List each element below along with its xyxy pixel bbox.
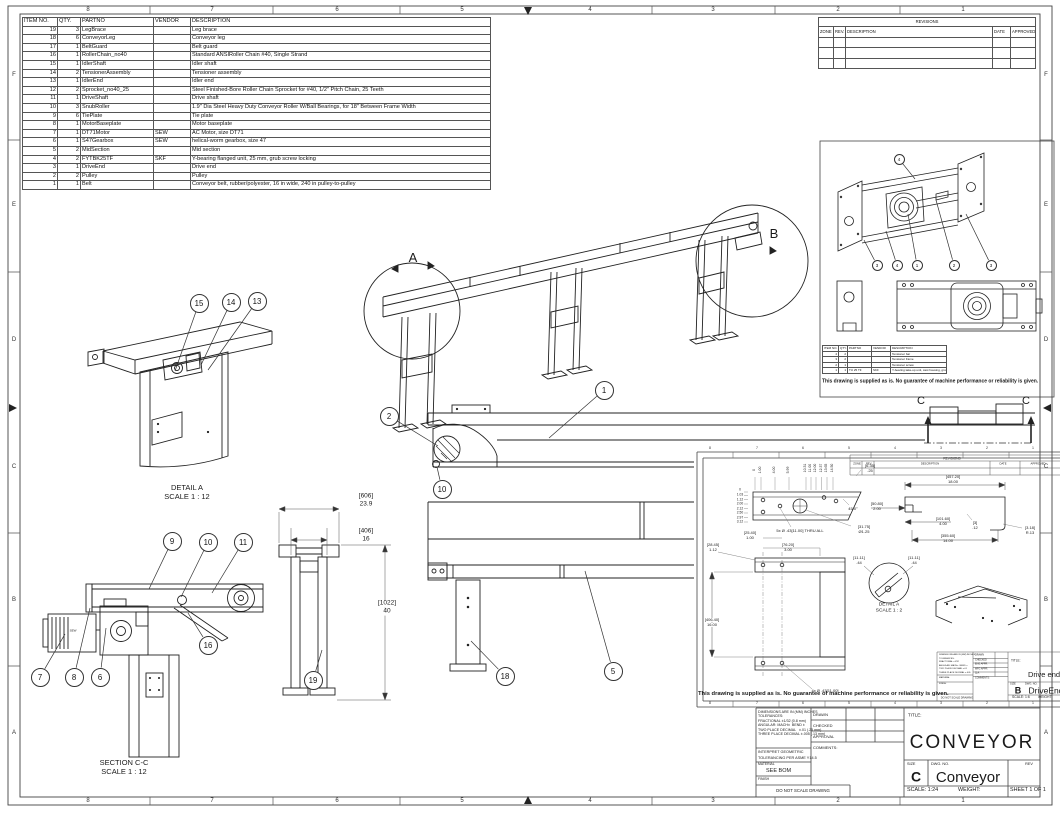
sheet-border (7, 5, 1053, 806)
balloon-leader-16 (187, 612, 204, 638)
balloon-leader-11 (211, 549, 239, 594)
detail-circles (363, 204, 809, 360)
title-block-lines (755, 707, 1040, 797)
stand-front-view (278, 544, 340, 696)
balloon-leader-1 (907, 213, 917, 260)
zone-ticks (8, 6, 1052, 805)
balloon-leader-15 (174, 311, 197, 372)
balloon-leader-2 (935, 199, 953, 260)
tensioner-inset (819, 140, 1055, 398)
balloon-leader-8 (75, 607, 91, 668)
isometric-conveyor-view (382, 212, 763, 433)
section-cut-marks (924, 416, 1035, 444)
balloon-leader-13 (207, 308, 252, 371)
center-markers (9, 7, 1051, 804)
balloon-leader-10 (436, 466, 441, 480)
balloon-leader-2 (396, 420, 439, 447)
balloon-leader-6 (100, 627, 107, 668)
balloon-leader-18 (470, 640, 499, 670)
section-cc-view (42, 583, 264, 758)
balloon-leader-3 (965, 213, 989, 261)
driveend-inset (696, 451, 1060, 708)
balloon-leader-1 (548, 395, 598, 439)
balloon-leader-4 (885, 230, 896, 260)
balloon-leader-14 (200, 310, 228, 366)
balloon-leader-4 (902, 163, 916, 180)
elevation-plan-views (427, 403, 1035, 672)
stand-dimensions (278, 506, 391, 701)
detail-a-view (87, 321, 273, 468)
balloon-leader-10 (180, 550, 205, 598)
balloon-leader-9 (148, 549, 169, 590)
balloon-leader-5 (584, 570, 611, 662)
balloon-leader-19 (315, 649, 323, 672)
balloon-leader-3 (863, 239, 875, 261)
balloon-leader-7 (44, 633, 66, 669)
